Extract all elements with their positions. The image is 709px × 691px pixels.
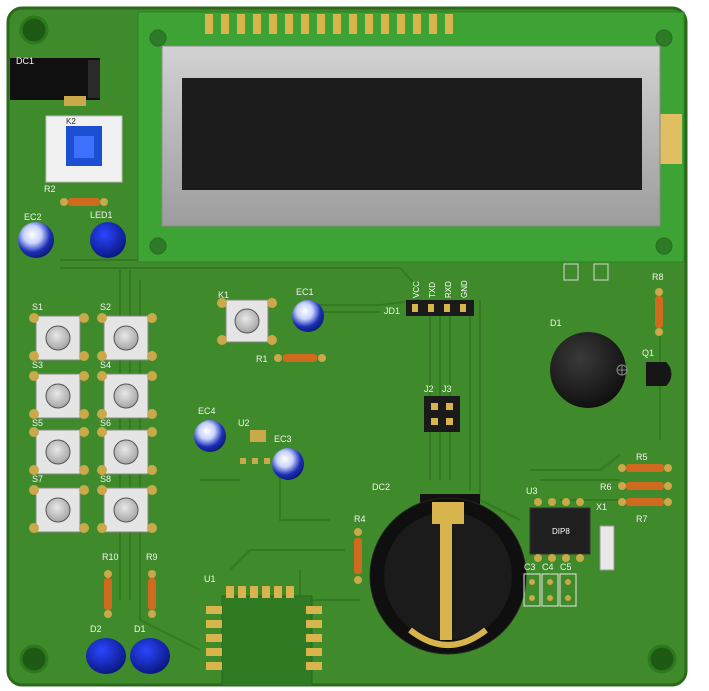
label-s1: S1 (32, 302, 43, 312)
label-s8: S8 (100, 474, 111, 484)
capacitors-c3-c5: C3 C4 C5 (523, 562, 577, 607)
label-s6: S6 (100, 418, 111, 428)
button-k1: K1 (217, 290, 277, 345)
pad-block (593, 263, 609, 281)
label-ec4: EC4 (198, 406, 216, 416)
label-s3: S3 (32, 360, 43, 370)
label-c5: C5 (560, 562, 572, 572)
label-s5: S5 (32, 418, 43, 428)
resistor-r10: R10 (102, 552, 119, 618)
lcd-header-pins (205, 14, 453, 34)
ic-u3: DIP8 U3 (526, 486, 591, 562)
label-gnd: GND (460, 280, 469, 298)
label-jd1: JD1 (384, 306, 400, 316)
label-dc2: DC2 (372, 482, 390, 492)
crystal-x1: X1 (596, 502, 615, 571)
label-dip8: DIP8 (552, 527, 570, 536)
transistor-q1: Q1 (642, 348, 672, 386)
label-dc1: DC1 (16, 56, 34, 66)
buzzer-d1: D1 (550, 318, 628, 408)
label-j3: J3 (442, 384, 452, 394)
header-jd1: JD1 VCC TXD RXD GND (384, 280, 474, 316)
resistor-r4: R4 (354, 514, 366, 584)
label-u3: U3 (526, 486, 538, 496)
resistor-r8: R8 (652, 272, 664, 336)
label-led1: LED1 (90, 210, 113, 220)
mounting-hole-br (647, 644, 677, 674)
button-grid: S1 S2 S3 S4 S5 (29, 302, 157, 533)
led-led1: LED1 (90, 210, 126, 258)
resistor-r6: R6 (600, 482, 672, 492)
label-j2: J2 (424, 384, 434, 394)
label-u2: U2 (238, 418, 250, 428)
lcd-screen (182, 78, 642, 190)
button-s8: S8 (97, 474, 157, 533)
regulator-u2: U2 (238, 418, 270, 464)
resistor-r2: R2 (44, 184, 108, 206)
label-r10: R10 (102, 552, 119, 562)
button-s2: S2 (97, 302, 157, 361)
resistor-r9: R9 (146, 552, 158, 618)
label-d1: D1 (550, 318, 562, 328)
capacitor-ec3: EC3 (272, 434, 304, 480)
pad-block (563, 263, 579, 281)
label-d1-led: D1 (134, 624, 146, 634)
capacitor-ec4: EC4 (194, 406, 226, 452)
label-r6: R6 (600, 482, 612, 492)
button-s1: S1 (29, 302, 89, 361)
label-q1: Q1 (642, 348, 654, 358)
dc-jack: DC1 (10, 56, 100, 106)
button-s4: S4 (97, 360, 157, 419)
lcd-module (137, 11, 685, 263)
led-d2: D2 (86, 624, 126, 674)
mounting-hole-bl (19, 644, 49, 674)
label-u1: U1 (204, 574, 216, 584)
label-c4: C4 (542, 562, 554, 572)
button-s7: S7 (29, 474, 89, 533)
mounting-hole-tl (19, 15, 49, 45)
label-k2: K2 (66, 117, 76, 126)
module-u1: U1 (204, 574, 322, 687)
label-r1: R1 (256, 354, 268, 364)
label-s2: S2 (100, 302, 111, 312)
label-r5: R5 (636, 452, 648, 462)
battery-holder-dc2: DC2 (369, 482, 527, 655)
resistor-r1: R1 (256, 354, 326, 364)
label-x1: X1 (596, 502, 607, 512)
resistor-r7: R7 (618, 498, 672, 524)
button-s6: S6 (97, 418, 157, 475)
label-r8: R8 (652, 272, 664, 282)
label-r2: R2 (44, 184, 56, 194)
label-d2: D2 (90, 624, 102, 634)
led-d1: D1 (130, 624, 170, 674)
label-ec2: EC2 (24, 212, 42, 222)
label-txd: TXD (428, 282, 437, 298)
label-ec1: EC1 (296, 287, 314, 297)
label-vcc: VCC (412, 281, 421, 298)
power-switch: K2 (45, 115, 123, 183)
label-r9: R9 (146, 552, 158, 562)
capacitor-ec1: EC1 (292, 287, 324, 332)
label-r7: R7 (636, 514, 648, 524)
label-rxd: RXD (444, 281, 453, 298)
label-r4: R4 (354, 514, 366, 524)
label-ec3: EC3 (274, 434, 292, 444)
label-c3: C3 (524, 562, 536, 572)
label-k1: K1 (218, 290, 229, 300)
label-s7: S7 (32, 474, 43, 484)
label-s4: S4 (100, 360, 111, 370)
resistor-r5: R5 (618, 452, 672, 472)
button-s3: S3 (29, 360, 89, 419)
button-s5: S5 (29, 418, 89, 475)
header-j2-j3: J2 J3 (424, 384, 460, 432)
capacitor-ec2: EC2 (18, 212, 54, 258)
